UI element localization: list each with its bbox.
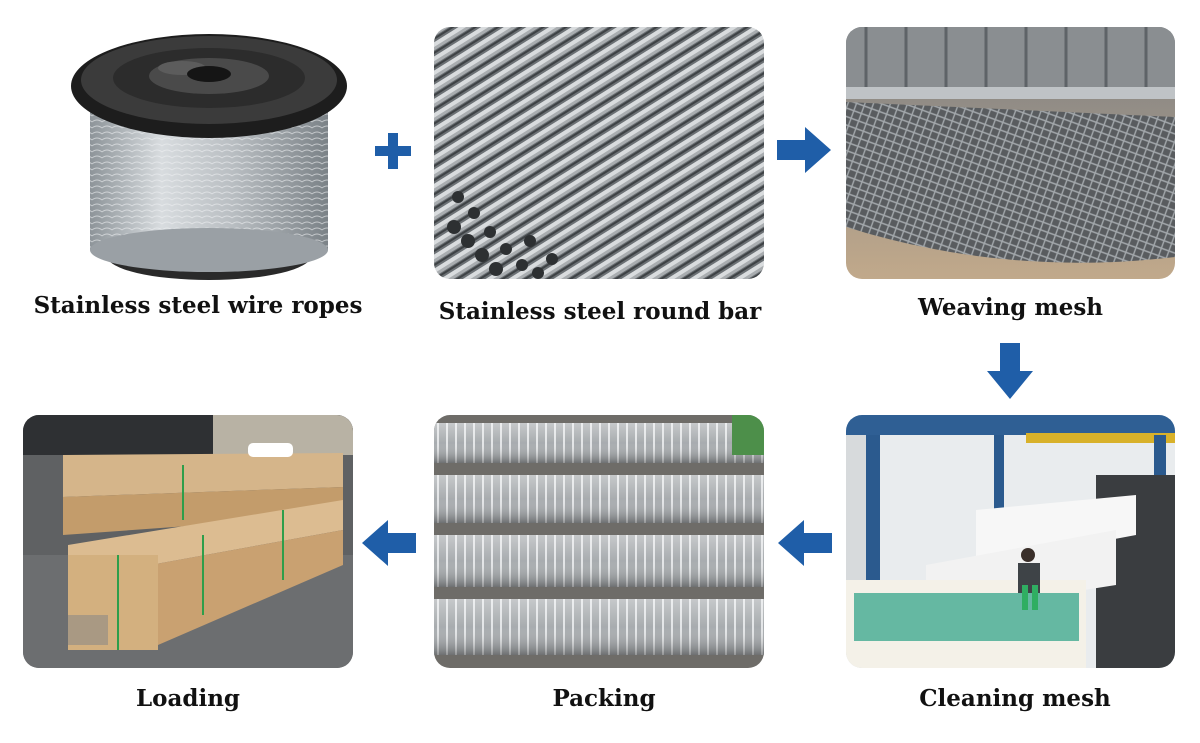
wire-rope-spool-photo bbox=[22, 28, 352, 280]
cleaning-mesh-photo bbox=[846, 415, 1175, 668]
wire-ropes-caption: Stainless steel wire ropes bbox=[22, 292, 374, 319]
arrow-left-icon bbox=[778, 520, 832, 566]
loading-photo bbox=[23, 415, 353, 668]
cleaning-mesh-caption: Cleaning mesh bbox=[846, 685, 1184, 712]
weaving-mesh-photo bbox=[846, 27, 1175, 279]
arrow-left-icon bbox=[362, 520, 416, 566]
arrow-down-icon bbox=[987, 343, 1033, 399]
packing-photo bbox=[434, 415, 764, 668]
loading-caption: Loading bbox=[23, 685, 353, 712]
round-bar-photo bbox=[434, 27, 764, 279]
plus-icon bbox=[372, 130, 414, 172]
round-bar-caption: Stainless steel round bar bbox=[424, 298, 776, 325]
weaving-mesh-caption: Weaving mesh bbox=[846, 294, 1175, 321]
arrow-right-icon bbox=[777, 127, 831, 173]
packing-caption: Packing bbox=[434, 685, 774, 712]
